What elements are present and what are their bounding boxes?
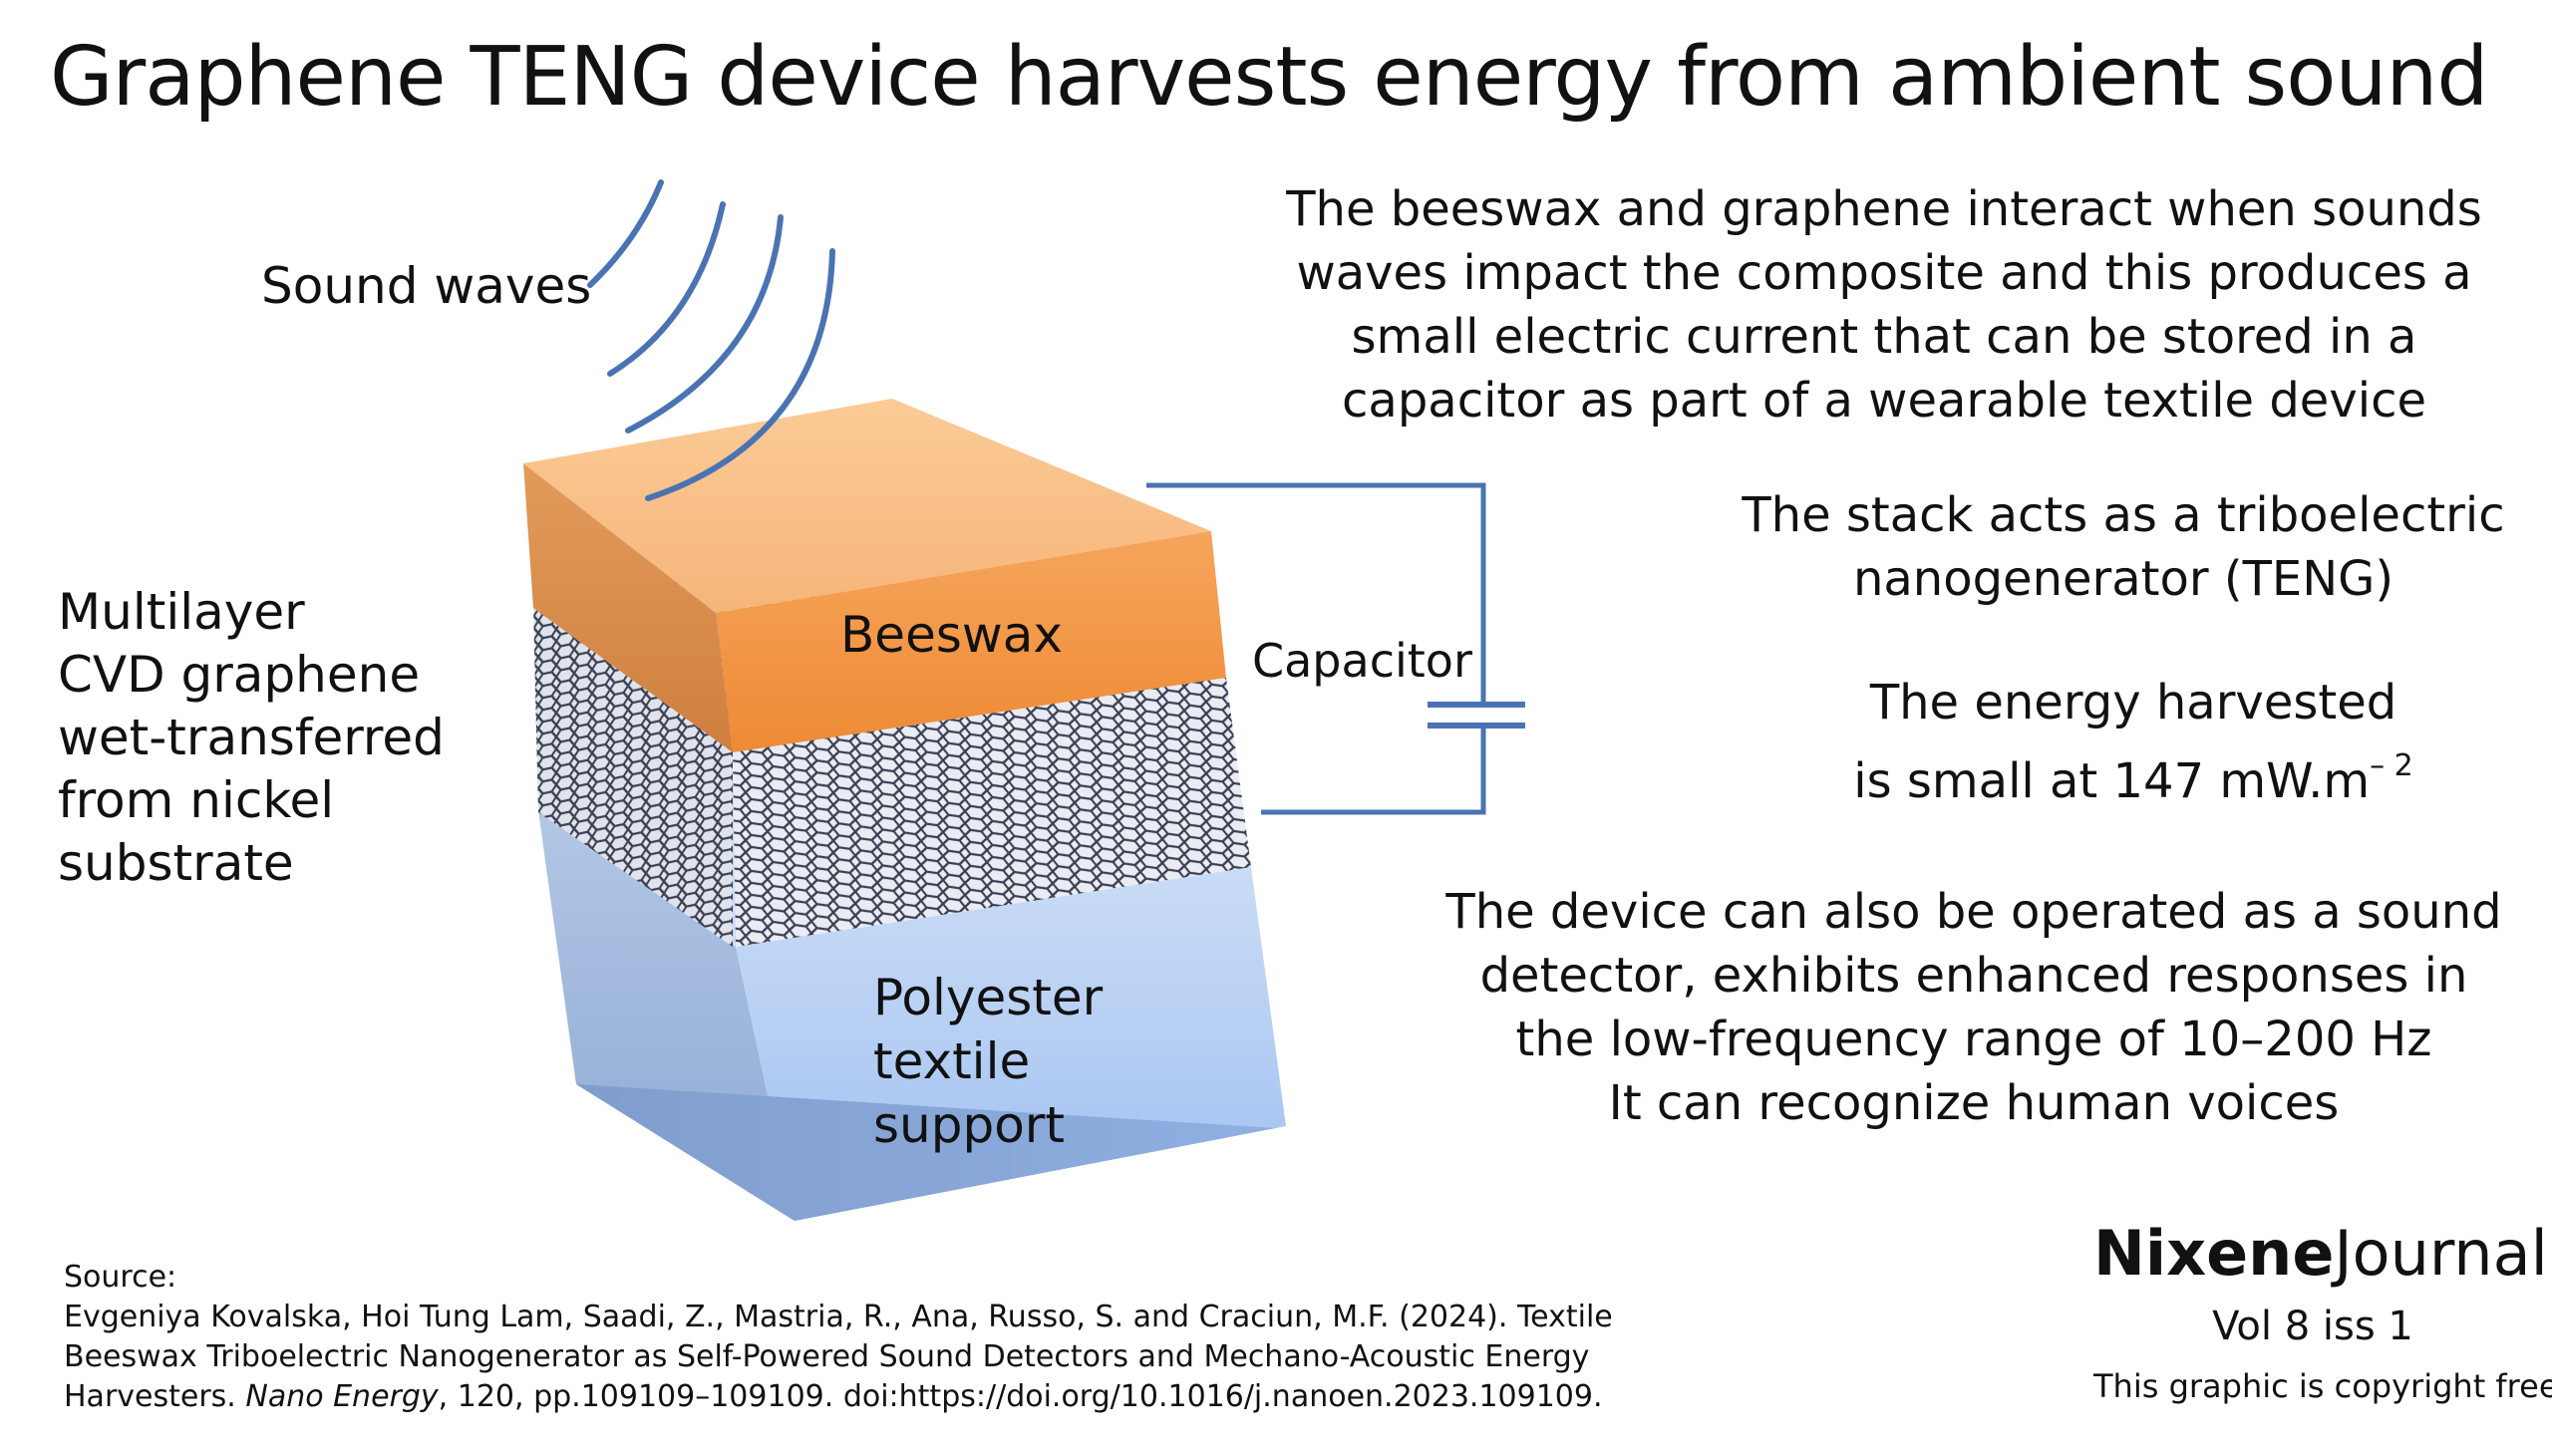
graphene-label-line: from nickel: [58, 771, 335, 829]
energy-unit-exponent: – 2: [2370, 748, 2413, 783]
page-title: Graphene TENG device harvests energy fro…: [50, 30, 2488, 125]
graphene-label-line: substrate: [58, 834, 294, 892]
source-line-2: Beeswax Triboelectric Nanogenerator as S…: [64, 1339, 1590, 1374]
source-journal: Nano Energy: [245, 1379, 439, 1414]
graphene-label-line: CVD graphene: [58, 646, 421, 704]
mechanism-line: small electric current that can be store…: [1351, 309, 2417, 365]
energy-line-1: The energy harvested: [1869, 675, 2397, 730]
teng-description: The stack acts as a triboelectric nanoge…: [1685, 483, 2552, 611]
source-line-3-end: , 120, pp.109109–109109. doi:https://doi…: [438, 1379, 1603, 1414]
source-line-3-start: Harvesters.: [64, 1379, 246, 1414]
polyester-label-line-1: Polyester: [873, 969, 1104, 1026]
graphene-label-line: Multilayer: [58, 583, 305, 641]
beeswax-top-face: [523, 399, 1211, 613]
energy-description: The energy harvested is small at 147 mW.…: [1824, 671, 2442, 813]
capacitor-circuit: [1146, 482, 1525, 815]
detector-description: The device can also be operated as a sou…: [1376, 880, 2552, 1135]
teng-line: nanogenerator (TENG): [1852, 551, 2394, 607]
lower-wire: [1261, 728, 1486, 815]
beeswax-block: [523, 399, 1226, 752]
detector-line: the low-frequency range of 10–200 Hz: [1515, 1012, 2432, 1067]
sound-waves-icon: [587, 179, 835, 501]
detector-line: It can recognize human voices: [1608, 1075, 2340, 1131]
graphene-label-line: wet-transferred: [58, 709, 445, 766]
polyester-label-line-3: support: [873, 1096, 1065, 1154]
polyester-label-line-2: textile: [873, 1032, 1030, 1090]
teng-line: The stack acts as a triboelectric: [1742, 487, 2505, 543]
mechanism-line: capacitor as part of a wearable textile …: [1342, 373, 2426, 429]
copyright-note: This graphic is copyright free: [2093, 1367, 2552, 1405]
energy-line-2: is small at 147 mW.m– 2: [1824, 734, 2442, 813]
mechanism-description: The beeswax and graphene interact when s…: [1266, 177, 2502, 433]
graphene-front-face: [733, 678, 1251, 947]
source-heading: Source:: [64, 1260, 177, 1295]
brand-block: NixeneJournal Vol 8 iss 1 This graphic i…: [2093, 1216, 2552, 1411]
mechanism-line: waves impact the composite and this prod…: [1296, 245, 2472, 301]
brand-logo: NixeneJournal: [2093, 1216, 2548, 1292]
mechanism-line: The beeswax and graphene interact when s…: [1286, 181, 2482, 237]
sound-waves-label: Sound waves: [261, 257, 591, 315]
graphene-label: Multilayer CVD graphene wet-transferred …: [58, 581, 445, 895]
brand-issue: Vol 8 iss 1: [2212, 1304, 2413, 1349]
beeswax-side-face: [523, 463, 733, 752]
brand-name-regular: Journal: [2334, 1217, 2548, 1290]
energy-value-text: is small at 147 mW.m: [1853, 753, 2371, 809]
source-line-1: Evgeniya Kovalska, Hoi Tung Lam, Saadi, …: [64, 1300, 1613, 1334]
source-line-3: Harvesters. Nano Energy, 120, pp.109109–…: [64, 1377, 1613, 1417]
detector-line: detector, exhibits enhanced responses in: [1479, 948, 2468, 1004]
upper-wire: [1146, 482, 1486, 703]
source-citation: Source: Evgeniya Kovalska, Hoi Tung Lam,…: [64, 1258, 1613, 1417]
capacitor-label: Capacitor: [1252, 634, 1472, 688]
beeswax-front-face: [716, 531, 1226, 752]
polyester-bottom-face: [576, 1084, 1286, 1221]
detector-line: The device can also be operated as a sou…: [1445, 884, 2502, 940]
beeswax-label: Beeswax: [840, 606, 1063, 664]
graphene-side-face: [533, 608, 733, 947]
brand-name-bold: Nixene: [2093, 1217, 2335, 1290]
